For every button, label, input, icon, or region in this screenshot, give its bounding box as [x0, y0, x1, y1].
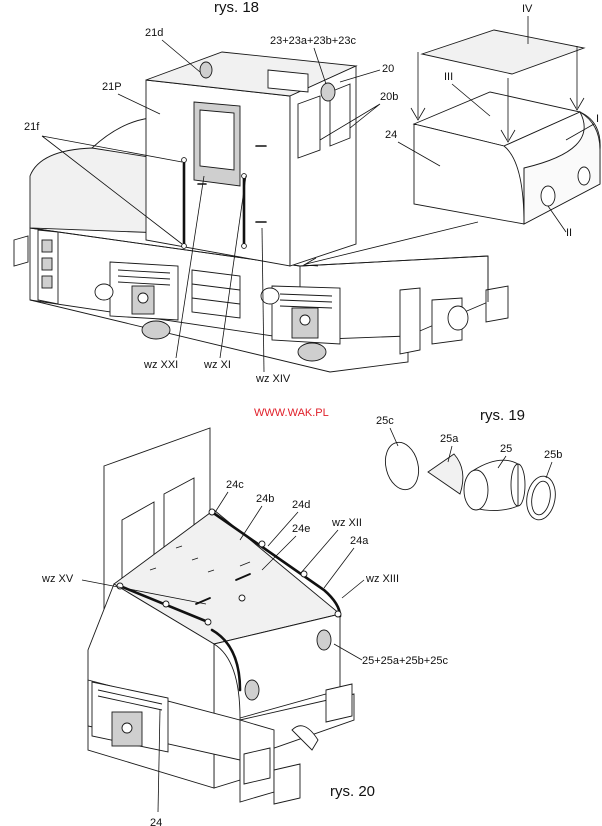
label-III: III [444, 71, 453, 83]
label-24c: 24c [226, 479, 244, 491]
figure-19-headlamp-exploded [384, 441, 556, 521]
label-23-group: 23+23a+23b+23c [270, 35, 356, 47]
label-II: II [566, 227, 572, 239]
label-24: 24 [385, 129, 397, 141]
hood-headlamp [244, 679, 260, 701]
label-wz-XXI: wz XXI [143, 359, 178, 371]
watermark: WWW.WAK.PL [254, 407, 329, 419]
lamp-glass-25c [384, 441, 420, 491]
label-25b: 25b [544, 449, 562, 461]
label-wz-XIII: wz XIII [365, 573, 399, 585]
front-bogie [94, 261, 179, 340]
label-24-bottom: 24 [150, 817, 162, 826]
rear-bogie [260, 285, 341, 362]
label-20b: 20b [380, 91, 398, 103]
label-25c: 25c [376, 415, 394, 427]
label-wz-XIV: wz XIV [255, 373, 291, 385]
label-21d: 21d [145, 27, 163, 39]
label-25-group: 25+25a+25b+25c [362, 655, 448, 667]
label-24b: 24b [256, 493, 274, 505]
label-24d: 24d [292, 499, 310, 511]
label-24e: 24e [292, 523, 310, 535]
figure-18-locomotive-cab-assembly [13, 29, 601, 373]
side-headlamp-25 [316, 629, 332, 651]
top-plate-IV [420, 29, 586, 75]
label-25a: 25a [440, 433, 459, 445]
label-wz-XV: wz XV [41, 573, 74, 585]
label-I: I [596, 113, 599, 125]
headlamp-23 [320, 82, 336, 102]
figure-18-title: rys. 18 [214, 0, 259, 16]
lamp-cone-25a [427, 453, 464, 495]
label-wz-XII: wz XII [331, 517, 362, 529]
figure-20-hood-assembly [87, 427, 355, 805]
label-24a: 24a [350, 535, 369, 547]
label-wz-XI: wz XI [203, 359, 231, 371]
figure-19-title: rys. 19 [480, 407, 525, 424]
label-20: 20 [382, 63, 394, 75]
label-IV: IV [522, 3, 533, 15]
hood-lamp-II [540, 185, 556, 207]
label-21P: 21P [102, 81, 122, 93]
lamp-21d [199, 61, 213, 79]
figure-20-title: rys. 20 [330, 783, 375, 800]
label-21f: 21f [24, 121, 40, 133]
label-25: 25 [500, 443, 512, 455]
